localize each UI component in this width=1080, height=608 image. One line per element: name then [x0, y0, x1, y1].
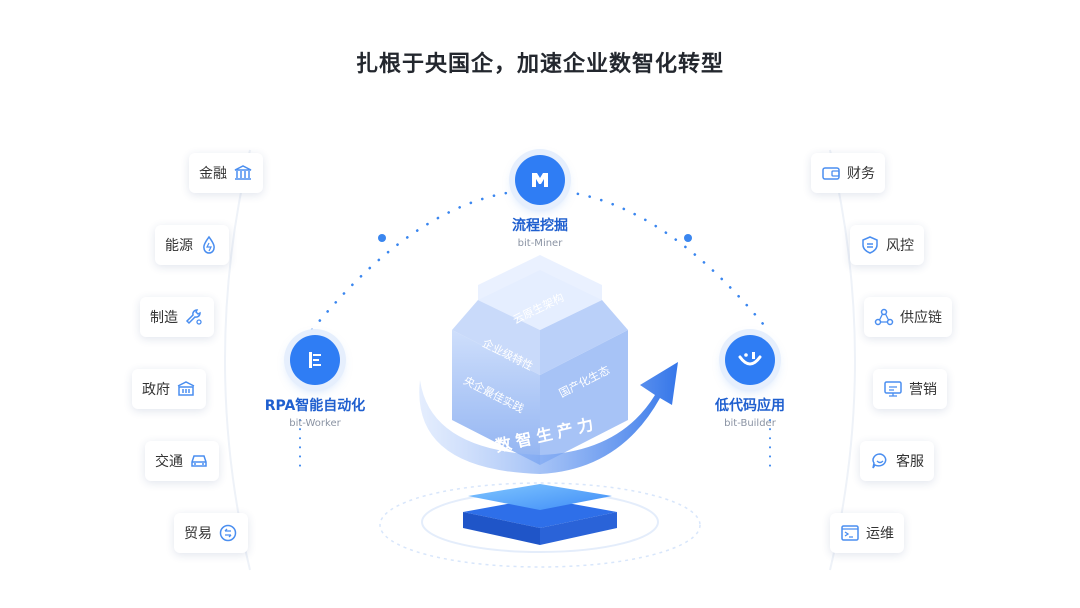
industry-manufacturing[interactable]: 制造 — [140, 297, 214, 337]
product-top-sub: bit-Miner — [517, 238, 563, 249]
scenario-label: 运维 — [866, 526, 894, 542]
cube-right-label: 国产化生态 — [557, 363, 612, 400]
scenario-label: 财务 — [847, 166, 875, 182]
scenario-risk[interactable]: 风控 — [850, 225, 924, 265]
arc-node-dot — [378, 234, 386, 242]
cube-left-lower-label: 央企最佳实践 — [461, 373, 526, 415]
scenario-supply-chain[interactable]: 供应链 — [864, 297, 952, 337]
industry-label: 交通 — [155, 454, 183, 470]
bank-icon — [233, 163, 253, 183]
product-left-node[interactable]: RPA智能自动化 bit-Worker — [255, 335, 375, 429]
scenario-ops[interactable]: 运维 — [830, 513, 904, 553]
dotted-arc — [310, 188, 770, 332]
scenario-finance[interactable]: 财务 — [811, 153, 885, 193]
product-right-node[interactable]: 低代码应用 bit-Builder — [690, 335, 810, 429]
network-icon — [874, 307, 894, 327]
industry-label: 能源 — [165, 238, 193, 254]
scenario-label: 供应链 — [900, 310, 942, 326]
worker-icon — [290, 335, 340, 385]
scenario-label: 客服 — [896, 454, 924, 470]
industry-label: 政府 — [142, 382, 170, 398]
platform-top — [468, 484, 612, 510]
platform-base — [463, 498, 617, 528]
wallet-icon — [821, 163, 841, 183]
shield-icon — [860, 235, 880, 255]
water-drop-icon — [199, 235, 219, 255]
arrow-label: 数智生产力 — [493, 414, 600, 456]
product-right-name: 低代码应用 — [715, 398, 785, 414]
wrench-icon — [184, 307, 204, 327]
product-left-sub: bit-Worker — [289, 418, 341, 429]
car-icon — [189, 451, 209, 471]
cube-left-upper-label: 企业级特性 — [480, 336, 535, 373]
industry-transport[interactable]: 交通 — [145, 441, 219, 481]
industry-finance[interactable]: 金融 — [189, 153, 263, 193]
industry-government[interactable]: 政府 — [132, 369, 206, 409]
industry-label: 制造 — [150, 310, 178, 326]
scenario-label: 风控 — [886, 238, 914, 254]
government-building-icon — [176, 379, 196, 399]
scenario-service[interactable]: 客服 — [860, 441, 934, 481]
billboard-icon — [883, 379, 903, 399]
page-title: 扎根于央国企，加速企业数智化转型 — [355, 52, 724, 77]
industry-energy[interactable]: 能源 — [155, 225, 229, 265]
product-left-name: RPA智能自动化 — [264, 398, 366, 414]
exchange-icon — [218, 523, 238, 543]
terminal-icon — [840, 523, 860, 543]
arc-node-dot — [684, 234, 692, 242]
platform-ring-outer — [379, 482, 701, 568]
industry-label: 贸易 — [184, 526, 212, 542]
cube-top-label: 云原生架构 — [510, 290, 566, 327]
product-top-node[interactable]: 流程挖掘 bit-Miner — [480, 155, 600, 249]
miner-icon — [515, 155, 565, 205]
scenario-marketing[interactable]: 营销 — [873, 369, 947, 409]
industry-label: 金融 — [199, 166, 227, 182]
productivity-arrow — [419, 362, 678, 474]
scenario-label: 营销 — [909, 382, 937, 398]
product-top-name: 流程挖掘 — [512, 218, 568, 234]
builder-icon — [725, 335, 775, 385]
product-right-sub: bit-Builder — [724, 418, 776, 429]
industry-trade[interactable]: 贸易 — [174, 513, 248, 553]
chat-icon — [870, 451, 890, 471]
